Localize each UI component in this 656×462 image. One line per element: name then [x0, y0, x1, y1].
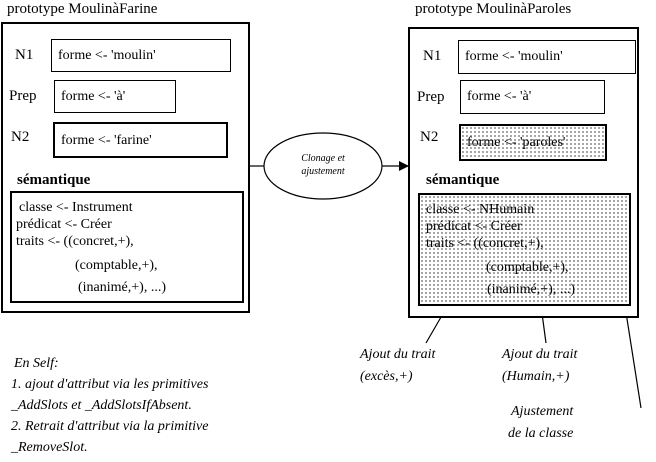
left-slot-box-n2: forme <- 'farine' [53, 122, 228, 158]
right-sem-predicat: prédicat <- Créer [426, 219, 522, 234]
right-slot-value-n2: forme <- 'paroles' [467, 135, 566, 150]
self-note-line-4: 2. Retrait d'attribut via la primitive [11, 419, 209, 434]
annotation-classe-line-2: de la classe [508, 426, 574, 441]
transform-label: Clonage et ajustement [274, 152, 372, 178]
right-slot-box-n1: forme <- 'moulin' [458, 40, 636, 74]
left-sem-comptable: (comptable,+), [75, 258, 158, 273]
left-sem-predicat: prédicat <- Créer [16, 217, 112, 232]
right-slot-label-n2: N2 [420, 129, 439, 145]
self-note-line-1: En Self: [14, 356, 59, 371]
left-semantics-label: sémantique [17, 172, 91, 188]
annotation-humain-line-2: (Humain,+) [502, 369, 570, 384]
self-note-line-5: _RemoveSlot. [11, 440, 88, 455]
annotation-classe-line-1: Ajustement [511, 404, 574, 419]
right-slot-label-n1: N1 [423, 48, 442, 64]
right-slot-value-prep: forme <- 'à' [467, 89, 532, 104]
annotation-exces-line-2: (excès,+) [360, 369, 413, 384]
self-note-line-2: 1. ajout d'attribut via les primitives [11, 377, 209, 392]
right-slot-box-prep: forme <- 'à' [460, 80, 605, 114]
left-slot-value-n2: forme <- 'farine' [61, 133, 152, 148]
right-slot-box-n2: forme <- 'paroles' [459, 124, 607, 161]
left-prototype-title: prototype MoulinàFarine [7, 1, 158, 17]
left-slot-value-prep: forme <- 'à' [61, 89, 126, 104]
annotation-classe: Ajustement de la classe [508, 401, 573, 445]
left-slot-box-prep: forme <- 'à' [54, 80, 176, 113]
left-slot-value-n1: forme <- 'moulin' [58, 48, 156, 63]
right-slot-label-prep: Prep [417, 89, 445, 105]
transform-label-line1: Clonage et [301, 153, 345, 164]
right-sem-inanime: (inanimé,+), ...) [487, 282, 575, 297]
self-note-line-3: _AddSlots et _AddSlotsIfAbsent. [11, 398, 192, 413]
left-sem-traits: traits <- ((concret,+), [16, 234, 134, 249]
right-sem-classe: classe <- NHumain [426, 202, 535, 217]
right-sem-comptable: (comptable,+), [486, 260, 569, 275]
left-slot-label-prep: Prep [9, 88, 37, 104]
left-slot-label-n1: N1 [15, 47, 34, 63]
annotation-exces: Ajout du trait (excès,+) [360, 344, 435, 388]
right-sem-traits: traits <- ((concret,+), [426, 236, 544, 251]
annotation-humain: Ajout du trait (Humain,+) [502, 344, 577, 388]
annotation-humain-line-1: Ajout du trait [502, 347, 578, 362]
annotation-exces-line-1: Ajout du trait [360, 347, 436, 362]
self-note: En Self: 1. ajout d'attribut via les pri… [11, 353, 208, 458]
left-slot-box-n1: forme <- 'moulin' [51, 39, 231, 72]
right-prototype-title: prototype MoulinàParoles [415, 1, 572, 17]
left-sem-inanime: (inanimé,+), ...) [78, 280, 166, 295]
right-slot-value-n1: forme <- 'moulin' [465, 49, 563, 64]
transform-label-line2: ajustement [301, 166, 345, 177]
left-semantics-box: classe <- Instrument prédicat <- Créer t… [10, 191, 244, 303]
right-semantics-label: sémantique [426, 172, 500, 188]
left-slot-label-n2: N2 [11, 129, 30, 145]
right-semantics-box: classe <- NHumain prédicat <- Créer trai… [418, 193, 631, 306]
left-sem-classe: classe <- Instrument [19, 200, 133, 215]
